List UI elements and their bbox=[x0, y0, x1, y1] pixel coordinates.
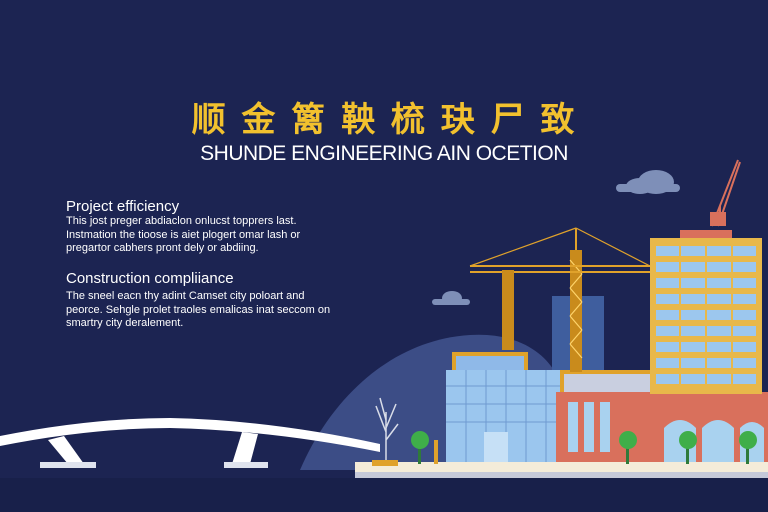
bridge bbox=[0, 418, 380, 468]
section-heading-compliance: Construction compliiance bbox=[66, 270, 234, 287]
tree-icon bbox=[375, 397, 399, 462]
tree-icon bbox=[411, 431, 429, 464]
tree-icon bbox=[619, 431, 637, 464]
tower-building bbox=[650, 230, 762, 394]
cloud-icon bbox=[432, 291, 470, 305]
tree-icon bbox=[739, 431, 757, 464]
platform bbox=[355, 462, 768, 472]
water bbox=[0, 478, 768, 512]
cloud-icon bbox=[616, 170, 680, 194]
glass-building bbox=[446, 352, 564, 462]
section-body-efficiency: This jost preger abdiaclon onlucst toppr… bbox=[66, 215, 301, 254]
section-body-compliance: The sneel eacn thy adint Camset city pol… bbox=[66, 290, 331, 329]
tower-crane bbox=[469, 227, 651, 372]
planter bbox=[372, 460, 398, 466]
rooftop-crane bbox=[710, 159, 741, 227]
pole bbox=[434, 440, 438, 464]
platform-edge bbox=[355, 472, 768, 478]
section-heading-efficiency: Project efficiency bbox=[66, 198, 180, 215]
page-title-chinese: 顺 金 篱 鞅 梳 玦 尸 致 bbox=[191, 100, 577, 140]
page-title-english: SHUNDE ENGINEERING AIN OCETION bbox=[200, 142, 568, 165]
tree-icon bbox=[679, 431, 697, 464]
